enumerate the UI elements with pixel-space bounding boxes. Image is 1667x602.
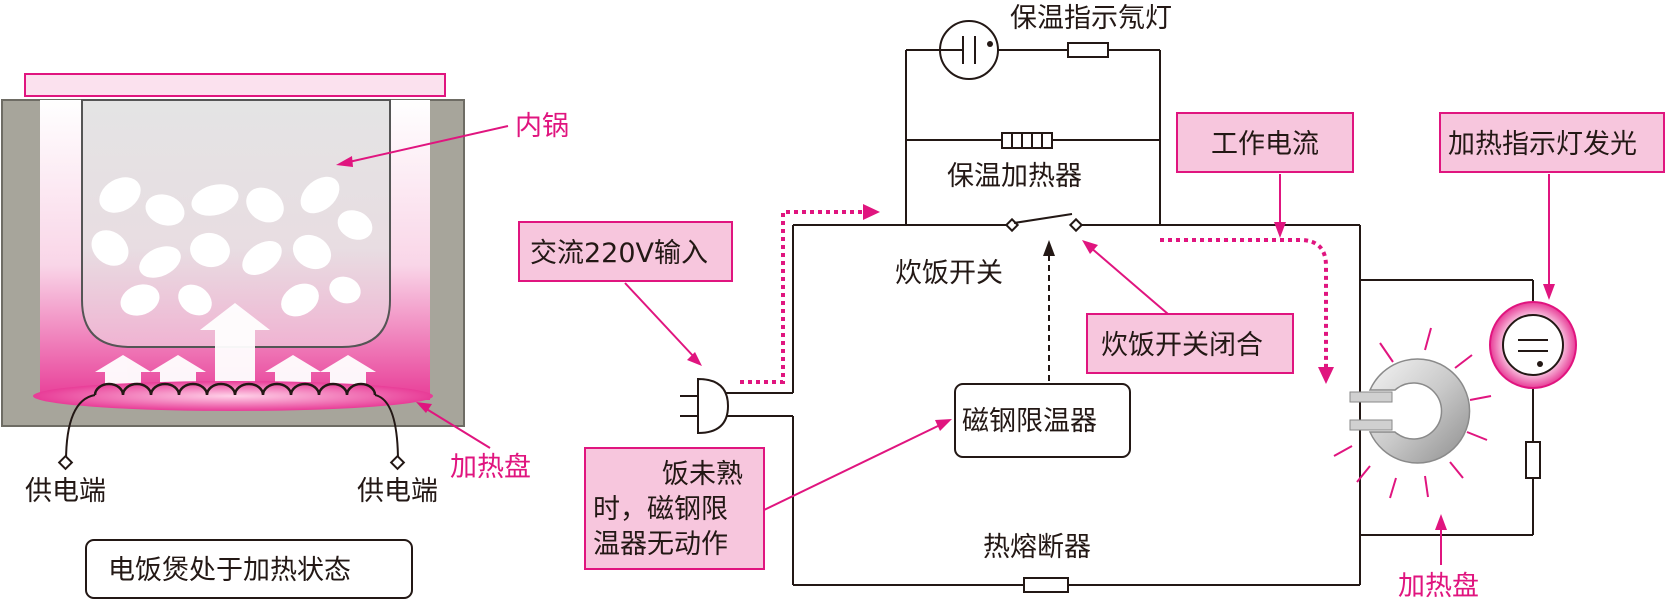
heating-plate-ring bbox=[1368, 358, 1471, 464]
not-cooked-pointer-head bbox=[935, 419, 952, 431]
ac-input-pointer bbox=[624, 282, 696, 359]
inner-pot-label: 内锅 bbox=[515, 111, 569, 142]
current-flow-out-head bbox=[1318, 367, 1334, 384]
cook-switch-contact-left bbox=[1004, 217, 1020, 233]
not-cooked-pointer bbox=[763, 424, 941, 511]
ac-input-callout-box bbox=[518, 221, 733, 282]
heating-plate-pointer bbox=[419, 404, 491, 449]
rice-grains bbox=[91, 176, 373, 317]
warm-lamp-label: 保温指示氖灯 bbox=[1010, 3, 1172, 34]
heating-plate-circuit-label: 加热盘 bbox=[1398, 571, 1479, 602]
ac-input-callout: 交流220V输入 bbox=[530, 238, 708, 269]
heating-coil bbox=[93, 382, 377, 396]
current-flow-in bbox=[740, 210, 865, 384]
not-cooked-line1: 饭未熟 bbox=[662, 459, 743, 490]
switch-closed-callout-box bbox=[1086, 313, 1294, 374]
magnet-thermostat-label: 磁钢限温器 bbox=[962, 406, 1097, 437]
heating-plate bbox=[33, 381, 433, 411]
heating-plate-lead-top bbox=[1349, 391, 1393, 403]
heat-lamp-callout: 加热指示灯发光 bbox=[1448, 129, 1637, 160]
working-current-pointer-head bbox=[1274, 222, 1286, 238]
heat-lamp-resistor bbox=[1525, 441, 1541, 479]
terminal-right-dot bbox=[389, 454, 406, 471]
warm-heater-stripes bbox=[1011, 133, 1043, 148]
inner-pot-pointer bbox=[339, 125, 509, 165]
heating-plate-label: 加热盘 bbox=[450, 452, 531, 483]
warm-heater-label: 保温加热器 bbox=[947, 161, 1082, 192]
cooker-lid bbox=[24, 73, 446, 97]
terminal-left-dot bbox=[57, 454, 74, 471]
heat-lamp-pointer-head bbox=[1543, 284, 1555, 300]
heating-plate-circuit-pointer-head bbox=[1435, 514, 1447, 530]
current-flow-out bbox=[1160, 238, 1328, 368]
heat-arrows bbox=[95, 303, 376, 390]
cook-switch-contact-right bbox=[1068, 217, 1084, 233]
terminal-right-label: 供电端 bbox=[357, 476, 438, 507]
warm-heater-element bbox=[1001, 132, 1053, 149]
terminal-left-label: 供电端 bbox=[25, 476, 106, 507]
lamp-resistor bbox=[1067, 42, 1109, 58]
heat-lamp-callout-box bbox=[1439, 112, 1665, 173]
ac-plug bbox=[697, 377, 730, 435]
neon-dot bbox=[987, 41, 993, 47]
coil-lead-right bbox=[374, 394, 399, 463]
heating-plate-lead-bottom bbox=[1349, 419, 1393, 431]
ac-input-pointer-head bbox=[687, 352, 702, 366]
current-flow-in-head bbox=[863, 204, 880, 220]
not-cooked-callout-box bbox=[584, 447, 765, 570]
inner-pot bbox=[81, 99, 391, 348]
state-caption-box bbox=[85, 539, 413, 599]
heating-plate-pointer-head bbox=[416, 402, 432, 413]
thermal-fuse bbox=[1023, 577, 1069, 593]
magnet-thermostat-box bbox=[954, 383, 1131, 458]
thermal-fuse-label: 热熔断器 bbox=[983, 532, 1091, 563]
coil-lead-left bbox=[65, 394, 96, 463]
working-current-callout-box bbox=[1176, 112, 1354, 173]
cook-switch-label: 炊饭开关 bbox=[895, 258, 1003, 289]
not-cooked-line3: 温器无动作 bbox=[593, 529, 728, 560]
working-current-callout: 工作电流 bbox=[1211, 129, 1319, 160]
rice-cooker-section: 供电端 供电端 内锅 加热盘 电饭煲处于加热状态 bbox=[1, 73, 569, 599]
cook-switch-blade bbox=[1013, 213, 1073, 224]
not-cooked-line2: 时，磁钢限 bbox=[593, 494, 728, 525]
state-caption: 电饭煲处于加热状态 bbox=[108, 555, 351, 586]
heat-lamp bbox=[1502, 314, 1564, 376]
heating-plate-rays bbox=[1333, 327, 1492, 499]
thermostat-linkage-head bbox=[1043, 240, 1055, 256]
switch-closed-pointer bbox=[1089, 246, 1169, 315]
inner-pot-pointer-head bbox=[336, 156, 353, 167]
circuit-diagram: 保温指示氖灯 保温加热器 炊饭开关 bbox=[518, 3, 1665, 602]
heat-lamp-dot bbox=[1537, 361, 1543, 367]
switch-closed-pointer-head bbox=[1082, 240, 1098, 254]
switch-closed-callout: 炊饭开关闭合 bbox=[1101, 330, 1263, 361]
